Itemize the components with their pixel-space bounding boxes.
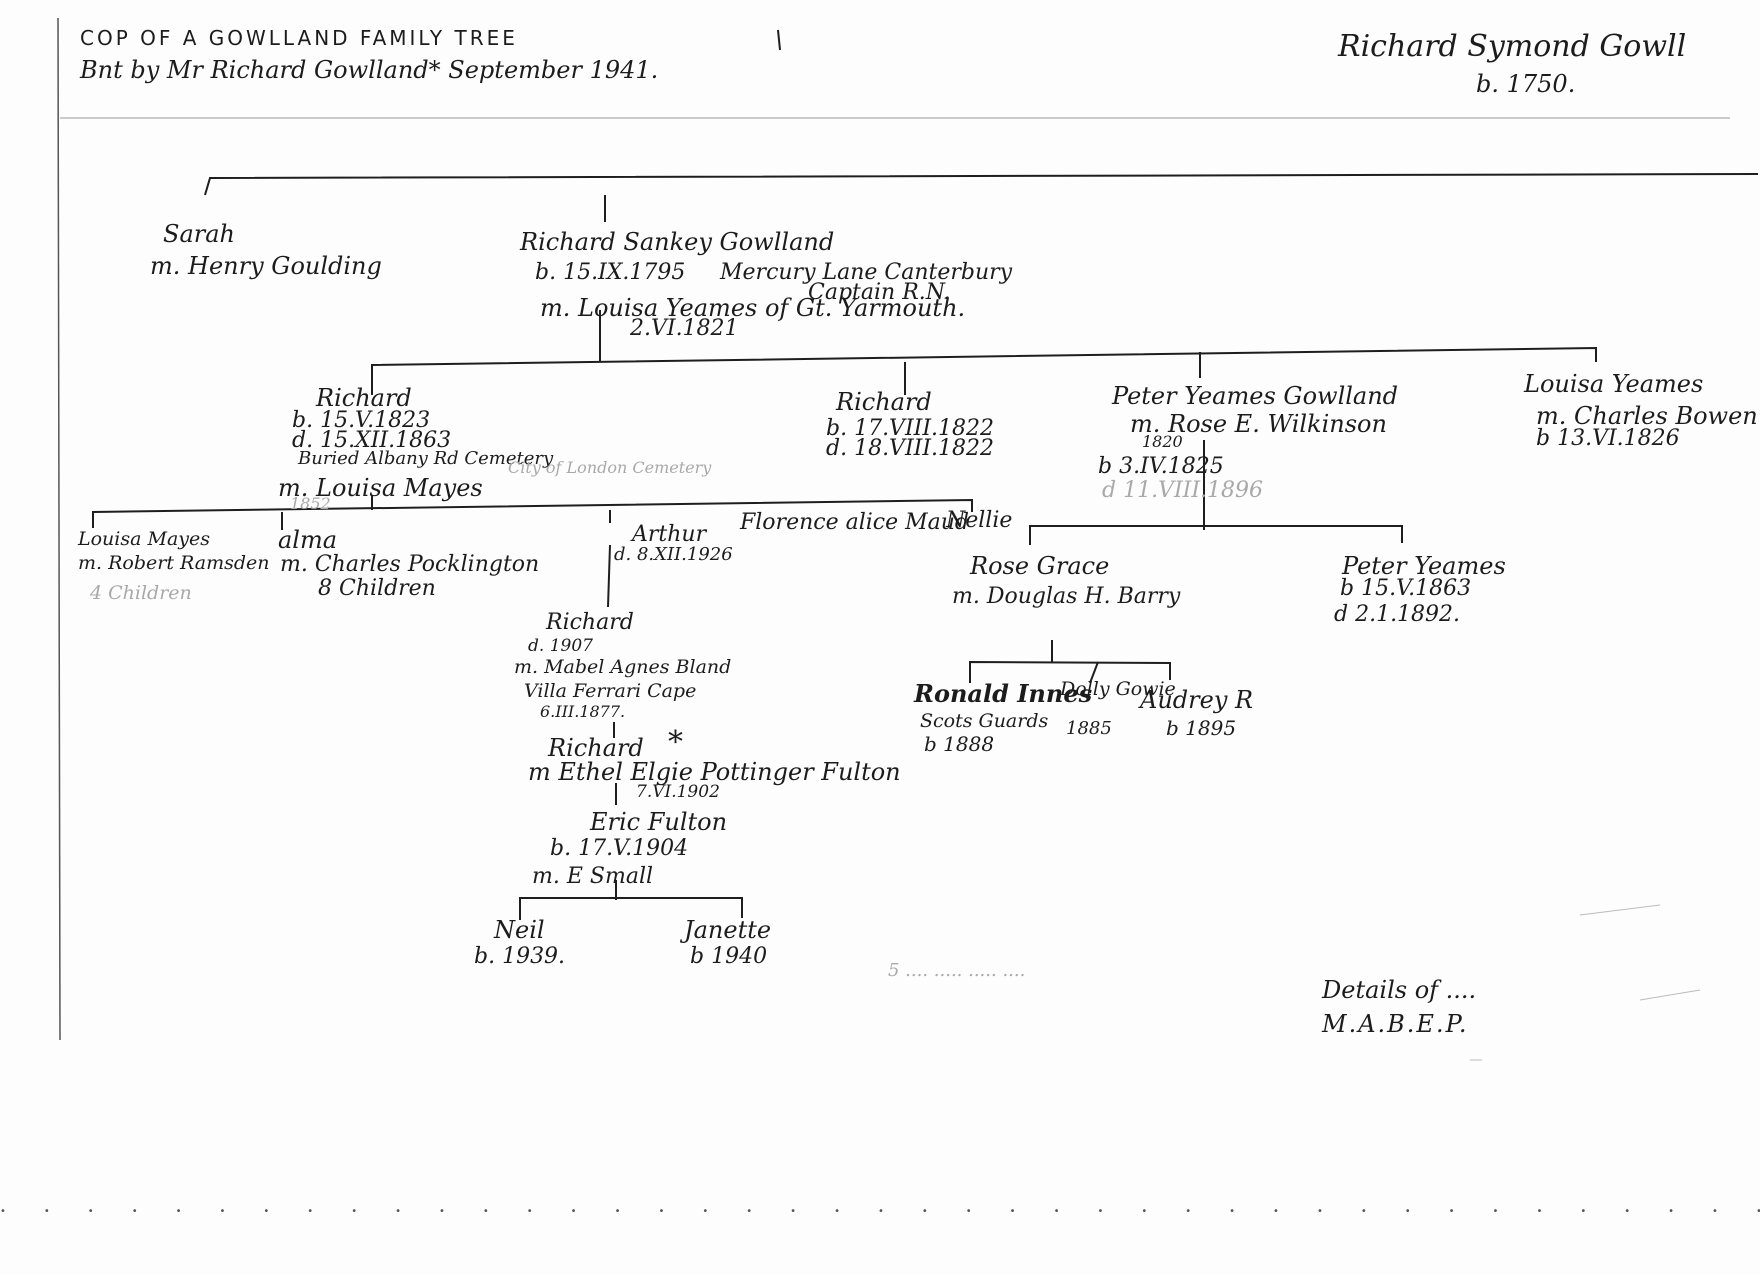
- richard-a-birth: b. 15.V.1823: [292, 408, 431, 433]
- richard-d-marriage: m Ethel Elgie Pottinger Fulton: [528, 758, 901, 786]
- eric-birth: b. 17.V.1904: [550, 836, 689, 861]
- alma-name: alma: [278, 526, 338, 554]
- audrey-birth: b 1895: [1166, 716, 1237, 740]
- rsg-birth: b. 15.IX.1795: [535, 260, 686, 285]
- richard-c-death: d. 1907: [528, 636, 593, 656]
- rsg-rank: Captain R.N.: [808, 280, 951, 305]
- richard-c-date: 6.III.1877.: [540, 702, 626, 721]
- richard-a-marriage-year: 1852: [290, 494, 331, 513]
- details-line1: Details of ....: [1322, 976, 1477, 1004]
- neil-name: Neil: [494, 916, 545, 944]
- richard-d-name: Richard: [548, 734, 644, 762]
- ronald-name: Ronald Innes: [914, 679, 1093, 708]
- richard-c-name: Richard: [546, 610, 634, 635]
- florence-names: Florence alice Maud: [740, 510, 970, 535]
- richard-d-date: 7.VI.1902: [636, 782, 720, 802]
- alma-children: 8 Children: [318, 576, 436, 601]
- details-line2: M.A.B.E.P.: [1322, 1010, 1469, 1038]
- peter2-birth: b 15.V.1863: [1340, 576, 1472, 601]
- rsg-name: Richard Sankey Gowlland: [520, 228, 835, 256]
- ronald-birth: b 1888: [924, 732, 995, 756]
- rose-name: Rose Grace: [970, 552, 1110, 580]
- richard-a-name: Richard: [316, 384, 412, 412]
- richard-a-death: d. 15.XII.1863: [292, 428, 452, 453]
- sarah-name: Sarah: [163, 220, 235, 248]
- eric-name: Eric Fulton: [590, 808, 728, 836]
- rsg-marriage-date: 2.VI.1821: [630, 316, 739, 341]
- richard-b-birth: b. 17.VIII.1822: [826, 416, 994, 441]
- peter-marriage-year: 1820: [1142, 432, 1183, 451]
- peter-death: d 11.VIII.1896: [1102, 478, 1264, 503]
- progenitor-birth: b. 1750.: [1476, 70, 1576, 98]
- janette-birth: b 1940: [690, 944, 768, 969]
- eric-marriage: m. E Small: [532, 864, 654, 889]
- richard-b-name: Richard: [836, 388, 932, 416]
- sarah-marriage: m. Henry Goulding: [150, 252, 382, 280]
- richard-a-burial: Buried Albany Rd Cemetery: [298, 448, 554, 469]
- janette-name: Janette: [684, 916, 772, 944]
- richard-a-burial-faint: City of London Cemetery: [508, 458, 712, 477]
- nellie-name: Nellie: [946, 508, 1013, 533]
- dolly-name: Dolly Gowie: [1060, 678, 1176, 700]
- peter-marriage: m. Rose E. Wilkinson: [1130, 410, 1387, 438]
- audrey-name: Audrey R: [1140, 686, 1254, 714]
- ronald-note: Scots Guards: [920, 710, 1049, 732]
- louisa-mayes-name: Louisa Mayes: [78, 528, 210, 550]
- louisa-marriage: m. Charles Bowen: [1536, 402, 1758, 430]
- richard-c-marriage: m. Mabel Agnes Bland: [514, 656, 732, 678]
- richard-b-death: d. 18.VIII.1822: [826, 436, 994, 461]
- alma-marriage: m. Charles Pocklington: [280, 552, 540, 577]
- arthur-death: d. 8.XII.1926: [614, 544, 733, 565]
- scan-dots: ••••••••••••••••••••••••••••••••••••••••…: [0, 1206, 1760, 1217]
- peter2-name: Peter Yeames: [1342, 552, 1506, 580]
- dolly-birth: 1885: [1066, 718, 1112, 739]
- richard-a-marriage: m. Louisa Mayes: [278, 474, 483, 502]
- neil-birth: b. 1939.: [474, 944, 566, 969]
- louisa-mayes-marriage: m. Robert Ramsden: [78, 552, 270, 574]
- louisa-mayes-children: 4 Children: [90, 582, 192, 604]
- rsg-note: Mercury Lane Canterbury: [720, 260, 1013, 285]
- rsg-marriage: m. Louisa Yeames of Gt. Yarmouth.: [540, 294, 966, 322]
- progenitor-name: Richard Symond Gowll: [1338, 29, 1687, 64]
- peter-birth: b 3.IV.1825: [1098, 454, 1224, 479]
- document-subtitle: Bnt by Mr Richard Gowlland* September 19…: [80, 56, 659, 84]
- arthur-name: Arthur: [632, 522, 707, 547]
- peter-name: Peter Yeames Gowlland: [1112, 382, 1399, 410]
- document-title: COP OF A GOWLLAND FAMILY TREE: [80, 26, 518, 50]
- rose-marriage: m. Douglas H. Barry: [952, 584, 1181, 609]
- louisa-birth: b 13.VI.1826: [1536, 426, 1680, 451]
- faint-note: 5 .... ..... ..... ....: [888, 960, 1026, 981]
- peter2-death: d 2.1.1892.: [1334, 602, 1461, 627]
- louisa-name: Louisa Yeames: [1524, 370, 1704, 398]
- richard-d-star: *: [668, 725, 683, 760]
- richard-c-place: Villa Ferrari Cape: [524, 680, 697, 702]
